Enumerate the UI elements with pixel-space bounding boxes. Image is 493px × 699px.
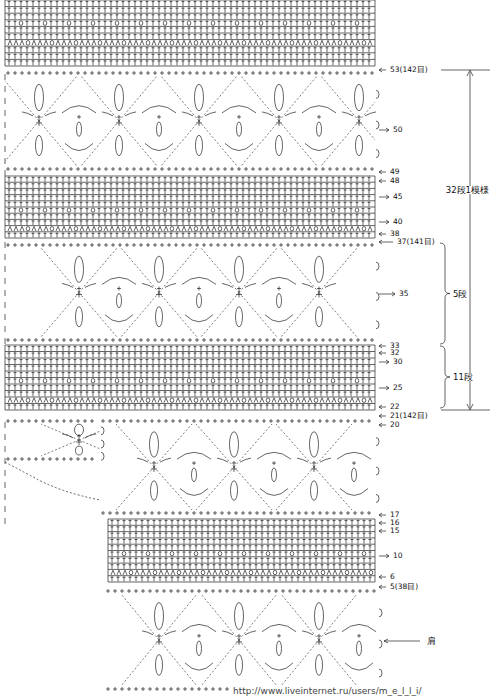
guide-dashes [41,424,100,456]
row-count: 11段 [452,373,474,382]
row-number: 5(38目) [389,583,419,591]
row-number: 45 [392,193,404,201]
stitch-grid [5,345,375,410]
guide-dashes [5,76,375,166]
part-name: 肩 [426,637,437,646]
row-number: 20 [389,421,401,429]
row-number: 22 [389,403,401,411]
row-number: 16 [389,519,401,527]
stitch-grid [5,0,375,66]
row-number: 25 [392,384,404,392]
chain-stitch [122,552,373,575]
row-number: 17 [389,511,401,519]
dimension-arrowheads [467,70,473,410]
stitch-grid [108,519,375,582]
row-number: 32 [389,349,401,357]
row-number: 53(142目) [389,66,429,74]
row-number: 21(142目) [389,412,429,420]
row-count: 5段 [452,290,468,299]
stitch-grid [5,176,375,238]
chain-stitch [19,208,366,231]
row-number: 49 [389,168,401,176]
lace-stitches [106,589,382,691]
bracket [440,243,450,408]
watermark: http://www.liveinternet.ru/users/m_e_l_l… [232,687,423,696]
lace-stitches [6,243,379,342]
lace-stitches [6,71,379,171]
row-number: 6 [389,573,396,581]
row-number: 10 [392,552,404,560]
guide-dashes [121,594,357,686]
lace-stitches [6,419,104,461]
row-number: 50 [392,126,404,134]
row-number: 15 [389,527,401,535]
repeat-note: 32段1模様 [445,186,490,195]
chain-stitch [19,21,366,45]
edge-marks [5,74,6,524]
row-number: 30 [392,358,404,366]
guide-dashes [116,424,352,510]
lace-stitches [101,419,379,515]
row-number: 38 [389,230,401,238]
row-number: 48 [389,177,401,185]
leader-line [384,639,420,643]
chain-stitch [19,378,366,402]
guide-dashes [41,248,357,337]
dimension-line [441,70,490,410]
row-number: 40 [392,218,404,226]
shoulder-edge [5,462,100,500]
row-number: 35 [398,290,410,298]
row-number: 37(141目) [396,238,436,246]
